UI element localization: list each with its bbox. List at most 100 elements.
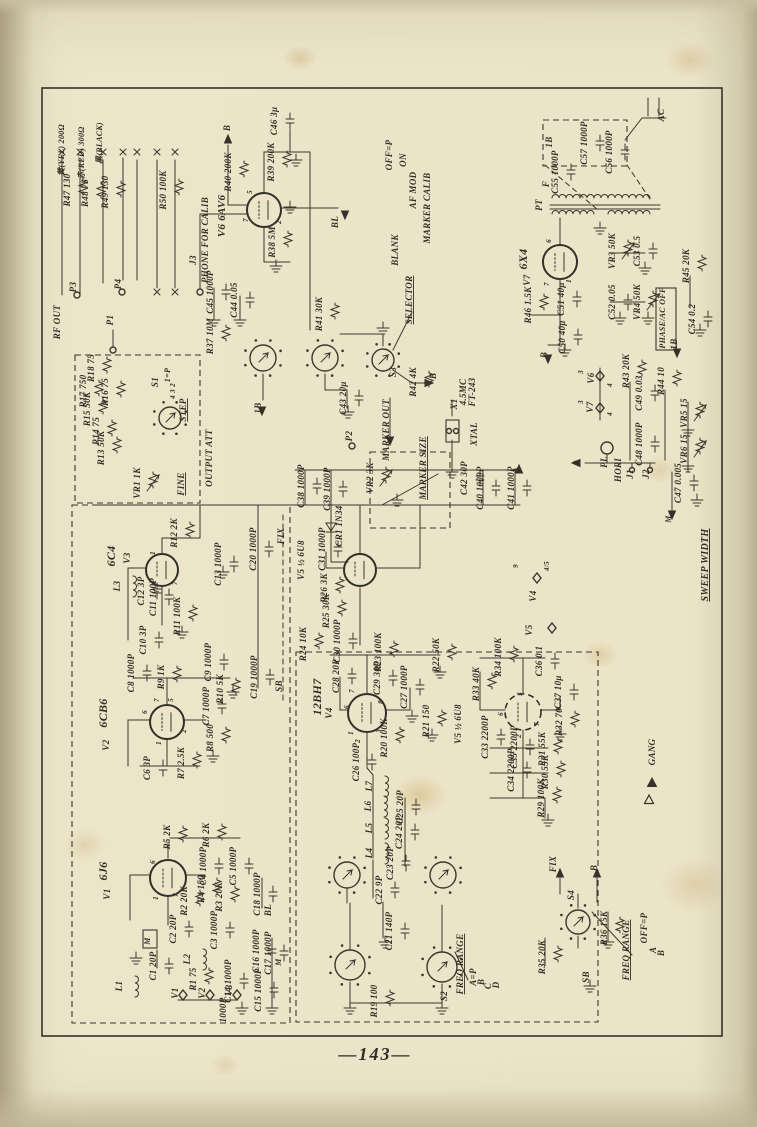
schematic-label: C9 1000P <box>203 642 213 681</box>
schematic-label: R13 50K <box>96 430 106 466</box>
switch-contact <box>152 423 156 426</box>
capacitor-icon <box>620 143 630 161</box>
switch-contact <box>569 937 573 940</box>
switch-rotor-arrow <box>258 352 270 363</box>
schematic-label: C53 0.5 <box>632 236 642 267</box>
schematic-label: STEP <box>178 398 188 421</box>
schematic-label: 1B <box>669 338 679 349</box>
schematic-label: 6 <box>149 860 157 864</box>
switch-contact <box>459 866 462 870</box>
schematic-label: 7 <box>348 689 356 693</box>
capacitor-icon <box>164 957 174 975</box>
schematic-label: J3 <box>188 255 198 266</box>
potentiometer-icon <box>694 401 706 419</box>
schematic-label: BL <box>330 216 340 229</box>
resistor-icon <box>636 359 648 377</box>
schematic-label: GANG <box>647 738 657 765</box>
capacitor-icon <box>650 384 660 402</box>
schematic-label: C4 1000P <box>198 846 208 885</box>
schematic-label: R38 5M <box>267 226 277 259</box>
schematic-label: R10 5K <box>215 674 225 705</box>
capacitor-icon <box>338 480 348 498</box>
schematic-label: C30 1000P <box>332 619 342 663</box>
switch-contact <box>254 374 257 377</box>
transformer-winding-icon <box>593 194 609 199</box>
schematic-label: R2 20K <box>179 886 189 917</box>
schematic-label: C45 1000P <box>205 270 215 314</box>
rotary-switch <box>371 348 395 372</box>
transformer-winding-icon <box>621 210 637 215</box>
schematic-label: 6 <box>497 712 505 716</box>
schematic-label: SB <box>581 971 591 983</box>
schematic-label: V5 <box>524 624 534 635</box>
heater-icon <box>595 401 605 415</box>
resistor-icon <box>538 293 550 311</box>
transformer-winding-icon <box>607 194 623 199</box>
switch-contact <box>363 866 366 870</box>
switch-contact <box>316 339 320 342</box>
schematic-label: C10 3P <box>138 625 148 654</box>
switch-contact <box>162 400 165 404</box>
schematic-label: PL <box>599 456 609 468</box>
switch-contact <box>424 866 427 869</box>
schematic-label: CR1 1N34 <box>334 505 344 546</box>
transformer-winding-icon <box>551 210 567 215</box>
ground-icon <box>690 493 704 507</box>
schematic-label: C16 1000P <box>251 929 261 973</box>
ground-icon <box>583 979 597 993</box>
schematic-label: 6J6 <box>96 862 110 881</box>
switch-contact <box>366 352 369 355</box>
capacitor-icon <box>184 920 194 938</box>
schematic-label: J2 <box>641 469 651 480</box>
switch-contact <box>460 957 463 961</box>
resistor-icon <box>551 786 563 804</box>
capacitor-icon <box>496 728 506 746</box>
switch-rotor-arrow <box>438 869 450 880</box>
switch-contact <box>306 349 309 352</box>
coil-icon <box>384 775 389 798</box>
capacitor-icon <box>229 555 239 573</box>
ground-icon <box>541 813 555 827</box>
capacitor-icon <box>525 738 535 756</box>
resistor-icon <box>336 599 348 617</box>
schematic-label: L5 <box>364 823 374 835</box>
switch-contact <box>363 881 366 884</box>
schematic-label: 7 <box>543 282 551 286</box>
capacitor-icon <box>265 668 275 686</box>
resistor-icon <box>211 877 223 895</box>
ground-icon <box>233 313 247 327</box>
capacitor-icon <box>595 134 605 152</box>
schematic-label: 3 <box>577 400 585 405</box>
switch-contact <box>583 937 587 940</box>
schematic-label: S1 <box>150 377 160 387</box>
wire <box>591 911 633 956</box>
transformer-winding-icon <box>635 210 651 215</box>
terminal-x-icon <box>99 148 107 156</box>
tube-envelope <box>504 693 542 731</box>
tube-envelope <box>343 553 377 587</box>
resistor-icon <box>446 643 458 661</box>
switch-contact <box>341 349 344 353</box>
ground-icon <box>613 311 627 325</box>
schematic-label: VR6 15 <box>679 434 689 464</box>
switch-contact <box>448 985 452 988</box>
ground-icon <box>553 727 567 741</box>
potentiometer-icon <box>380 466 392 484</box>
section-box <box>71 504 291 1024</box>
schematic-label: M <box>274 958 283 967</box>
section-box <box>142 929 158 949</box>
schematic-label: A=P <box>468 968 478 987</box>
resistor-icon <box>394 726 406 744</box>
schematic-label: 1 <box>152 896 160 900</box>
schematic-label: R15 50K <box>82 391 92 427</box>
schematic-label: 5 <box>167 698 175 702</box>
schematic-label: V6 <box>586 372 596 383</box>
capacitor-icon <box>152 582 162 600</box>
schematic-label: R20 100K <box>379 718 389 759</box>
dashed-wire <box>626 164 653 203</box>
ground-icon <box>207 313 221 327</box>
schematic-border <box>41 87 723 1037</box>
schematic-label: C29 30P <box>372 661 382 695</box>
